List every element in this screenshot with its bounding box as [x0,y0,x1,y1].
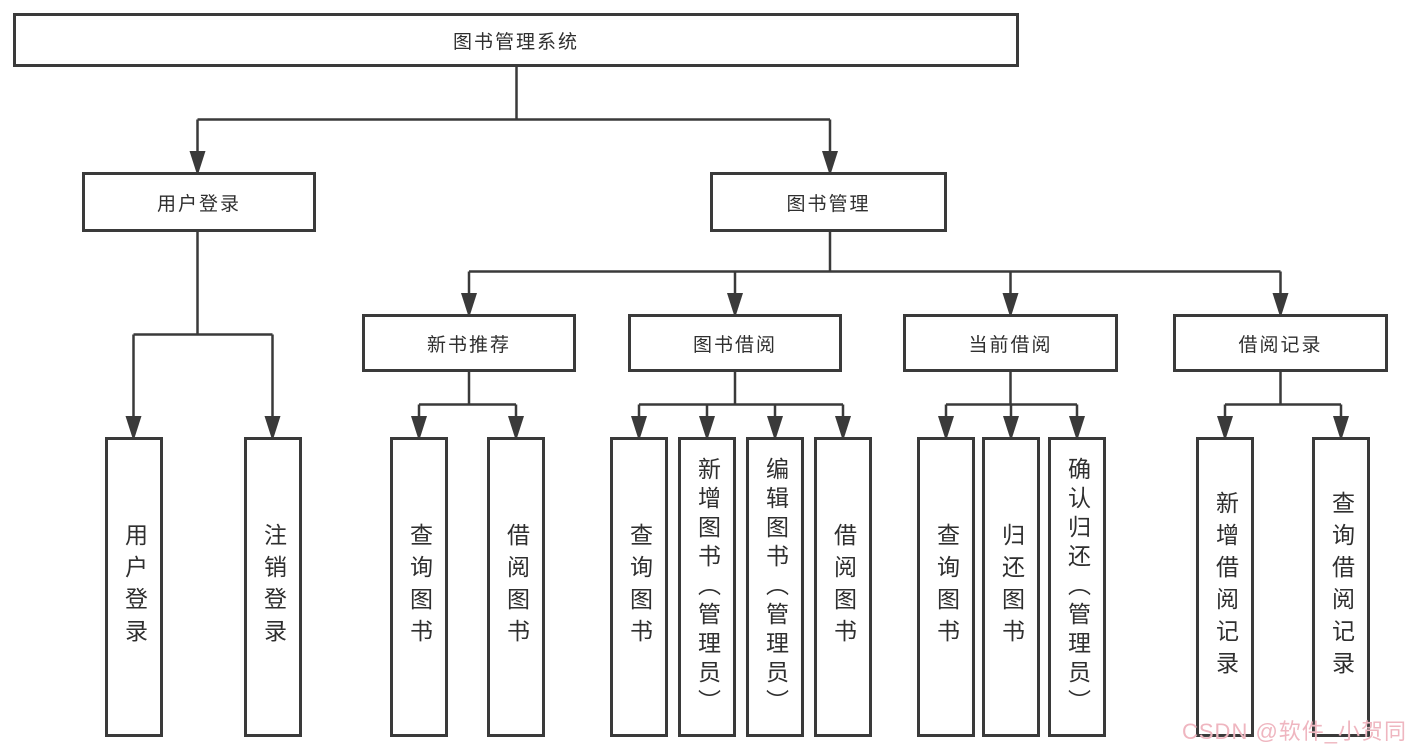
leaf-label: 新增借阅记录 [1212,491,1239,683]
csdn-watermark: CSDN @软件_小贺同学 [1182,719,1405,744]
leaf-user-login: 用户登录 [105,437,163,737]
node-label: 用户登录 [156,193,241,215]
leaf-borrow-books: 借阅图书 [814,437,872,737]
connector-records-to-leaves [1223,372,1343,417]
leaf-label: 查询图书 [406,523,433,651]
node-label: 图书管理系统 [452,31,579,53]
connector-userlogin-to-leaves [132,232,274,417]
leaf-label: 借阅图书 [503,523,530,651]
node-user-login: 用户登录 [82,172,316,232]
leaf-label: 查询借阅记录 [1328,491,1355,683]
node-label: 借阅记录 [1238,334,1323,356]
leaf-edit-books-admin: 编辑图书（管理员） [746,437,804,737]
node-new-book-recommend: 新书推荐 [362,314,576,372]
leaf-add-borrow-record: 新增借阅记录 [1196,437,1254,737]
connector-bookmgmt-to-level3 [467,232,1282,294]
leaf-borrow-books-recommend: 借阅图书 [487,437,545,737]
leaf-query-books-borrowing: 查询图书 [610,437,668,737]
leaf-query-books-current: 查询图书 [917,437,975,737]
node-label: 新书推荐 [426,334,511,356]
leaf-query-books-recommend: 查询图书 [390,437,448,737]
node-label: 图书管理 [786,193,871,215]
node-book-borrowing: 图书借阅 [628,314,842,372]
node-current-borrowing: 当前借阅 [903,314,1118,372]
leaf-label: 查询图书 [626,523,653,651]
leaf-label: 注销登录 [260,523,287,651]
node-root-system: 图书管理系统 [13,13,1019,67]
leaf-label: 用户登录 [121,523,148,651]
leaf-label: 归还图书 [998,523,1025,651]
connector-current-to-leaves [944,372,1079,417]
connector-borrowing-to-leaves [637,372,845,417]
leaf-label: 新增图书（管理员） [694,456,721,718]
node-label: 当前借阅 [968,334,1053,356]
leaf-add-books-admin: 新增图书（管理员） [678,437,736,737]
leaf-label: 确认归还（管理员） [1064,456,1091,718]
node-label: 图书借阅 [692,334,777,356]
leaf-return-books: 归还图书 [982,437,1040,737]
leaf-logout: 注销登录 [244,437,302,737]
leaf-confirm-return-admin: 确认归还（管理员） [1048,437,1106,737]
leaf-label: 查询图书 [933,523,960,651]
leaf-query-borrow-record: 查询借阅记录 [1312,437,1370,737]
leaf-label: 编辑图书（管理员） [762,456,789,718]
leaf-label: 借阅图书 [830,523,857,651]
node-borrowing-records: 借阅记录 [1173,314,1388,372]
node-book-management: 图书管理 [710,172,947,232]
connector-newbooks-to-leaves [417,372,518,417]
connector-root-to-level2 [196,67,832,152]
